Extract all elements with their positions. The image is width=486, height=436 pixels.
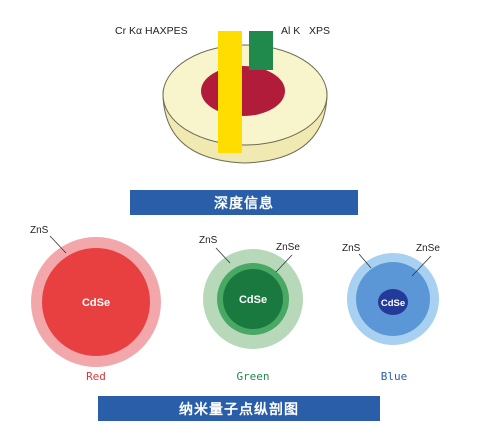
red-caption: Red [86,370,106,383]
quantum-dot-green: CdSe ZnS ZnSe Green [199,235,303,383]
red-zns-label: ZnS [30,225,49,236]
red-core [42,248,150,356]
green-zns-label: ZnS [199,235,218,246]
cross-section-banner: 纳米量子点纵剖图 [98,396,380,421]
blue-caption: Blue [381,370,408,383]
blue-zns-label: ZnS [342,243,361,254]
haxpes-beam [218,31,242,153]
blue-znse-label: ZnSe [416,243,440,254]
red-zns-leader [49,235,67,254]
depth-information-banner: 深度信息 [130,190,358,215]
green-zns-leader [215,247,231,264]
green-znse-leader [275,254,293,273]
quantum-dot-red: CdSe ZnS Red [30,225,161,383]
xps-beam [249,31,273,70]
depth-sphere-figure: Cr Kα HAXPES Al K XPS [115,25,330,164]
blue-znse-leader [411,255,432,277]
red-core-label: CdSe [82,297,110,309]
green-znse-label: ZnSe [276,242,300,253]
quantum-dot-blue: CdSe ZnS ZnSe Blue [342,243,440,383]
blue-core-label: CdSe [381,298,405,309]
blue-core [378,289,408,315]
haxpes-label: Cr Kα HAXPES [115,25,188,37]
blue-zns-leader [358,253,372,269]
green-core [223,269,283,329]
sphere-core [201,66,285,116]
green-core-label: CdSe [239,294,267,306]
xps-label: Al K XPS [281,25,330,37]
green-caption: Green [236,370,269,383]
